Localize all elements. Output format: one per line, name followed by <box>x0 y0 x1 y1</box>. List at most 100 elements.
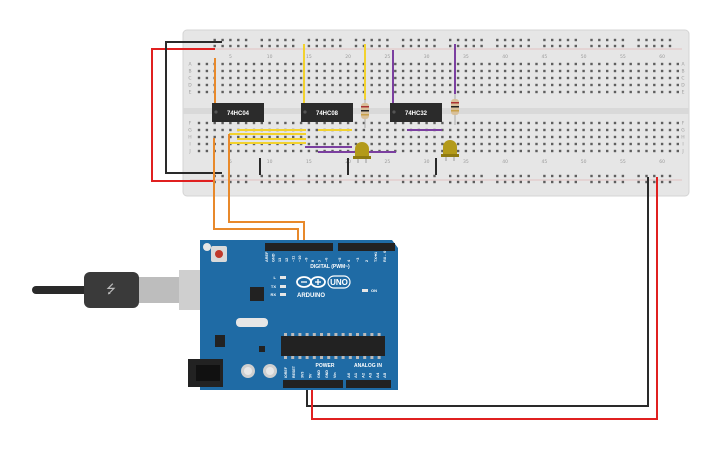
led-l-label: L <box>274 275 277 280</box>
wire-orange-pin13 <box>213 138 299 246</box>
row-letter: D <box>188 83 192 89</box>
digital-header-left[interactable] <box>265 243 333 251</box>
chip-74hc08[interactable]: 74HC08 <box>301 103 353 122</box>
row-letter: C <box>188 76 191 82</box>
column-number: 40 <box>502 54 508 60</box>
breadboard-wires[interactable] <box>214 44 456 175</box>
digital-pin-label: 8 <box>311 260 315 262</box>
usb-controller-chip <box>250 287 264 301</box>
column-number: 60 <box>659 159 665 165</box>
power-pin-label: GND <box>325 370 329 378</box>
row-letter: J <box>681 149 683 155</box>
digital-pin-label: TX➔1 <box>374 252 378 262</box>
digital-pin-label: ~5 <box>338 258 342 262</box>
microcontroller-pins <box>284 333 381 359</box>
power-pin-label: IOREF <box>284 366 288 378</box>
column-number: 45 <box>542 159 548 165</box>
row-letter: C <box>681 76 684 82</box>
row-letter: E <box>682 90 685 96</box>
digital-pin-label: 4 <box>347 259 351 262</box>
digital-pin-label: ~3 <box>356 258 360 262</box>
row-letter: H <box>188 135 191 141</box>
crystal-oscillator <box>236 318 268 327</box>
column-number: 20 <box>345 54 351 60</box>
column-number: 30 <box>424 54 430 60</box>
column-number: 30 <box>424 159 430 165</box>
column-number: 55 <box>620 54 626 60</box>
atmega-microcontroller <box>281 336 385 356</box>
power-pin-label: Vin <box>333 372 337 378</box>
row-letter: A <box>188 62 192 68</box>
led-yellow-1[interactable] <box>353 142 371 163</box>
row-letter: J <box>188 149 190 155</box>
row-letter: H <box>681 135 684 141</box>
led-tx-label: TX <box>271 284 276 289</box>
external-wires[interactable] <box>151 41 658 420</box>
column-number: 5 <box>229 54 232 60</box>
reset-button-cap[interactable] <box>215 250 223 258</box>
row-letter: D <box>681 83 685 89</box>
column-number: 15 <box>306 54 312 60</box>
led-on-label: ON <box>371 288 377 293</box>
led-tx <box>280 285 286 288</box>
column-number: 40 <box>502 159 508 165</box>
resistor-1[interactable] <box>361 99 369 128</box>
analog-pin-label: A5 <box>382 372 387 378</box>
digital-pin-label: 2 <box>365 260 369 262</box>
led-rx-label: RX <box>270 292 276 297</box>
led-rx <box>280 293 286 296</box>
wire-red-rail-loop <box>151 48 215 182</box>
chip-74hc32-label: 74HC32 <box>405 111 428 117</box>
row-letter: I <box>682 142 683 148</box>
column-number: 60 <box>659 54 665 60</box>
analog-header[interactable] <box>346 380 391 388</box>
column-number: 55 <box>620 159 626 165</box>
analog-pin-label: A3 <box>368 372 373 378</box>
resistor-2[interactable] <box>451 94 459 125</box>
column-number: 35 <box>463 54 469 60</box>
wire-red-5v-arduino <box>311 177 658 420</box>
row-letter: G <box>681 128 685 134</box>
chip-74hc04[interactable]: 74HC04 <box>212 103 264 122</box>
digital-pin-label: ~6 <box>324 258 328 262</box>
wire-black-rail-loop <box>165 41 222 174</box>
wire-orange-pin12 <box>228 134 305 246</box>
digital-pin-label: ~11 <box>291 256 295 262</box>
digital-pin-label: RX←0 <box>383 251 387 262</box>
column-number: 45 <box>542 54 548 60</box>
column-number: 10 <box>267 54 273 60</box>
column-number: 25 <box>385 159 391 165</box>
chip-74hc08-label: 74HC08 <box>316 111 339 117</box>
led-yellow-2[interactable] <box>441 140 459 161</box>
small-chip <box>259 346 265 352</box>
digital-label: DIGITAL (PWM~) <box>310 264 350 270</box>
chip-74hc32[interactable]: 74HC32 <box>390 103 442 122</box>
digital-pin-label: AREF <box>265 251 269 262</box>
voltage-regulator <box>215 335 225 347</box>
digital-header-right[interactable] <box>338 243 395 251</box>
row-letter: F <box>682 121 685 127</box>
column-number: 5 <box>229 159 232 165</box>
led-on <box>362 289 368 292</box>
power-pin-label: RESET <box>292 365 296 378</box>
arduino-logo-icon <box>296 276 326 288</box>
analog-pin-label: A1 <box>353 372 358 378</box>
arduino-model: UNO <box>330 278 348 287</box>
analog-pin-label: A4 <box>375 372 380 378</box>
power-header[interactable] <box>283 380 343 388</box>
power-pin-label: 5V <box>309 373 313 378</box>
digital-pin-label: ~9 <box>305 258 309 262</box>
column-number: 50 <box>581 54 587 60</box>
row-letter: G <box>188 128 192 134</box>
row-letter: B <box>188 69 191 75</box>
breadboard-column-numbers: 5510101515202025253030353540404545505055… <box>229 54 665 165</box>
arduino-brand: ARDUINO <box>297 293 325 299</box>
row-letter: B <box>681 69 684 75</box>
column-number: 10 <box>267 159 273 165</box>
analog-pin-label: A0 <box>346 372 351 378</box>
